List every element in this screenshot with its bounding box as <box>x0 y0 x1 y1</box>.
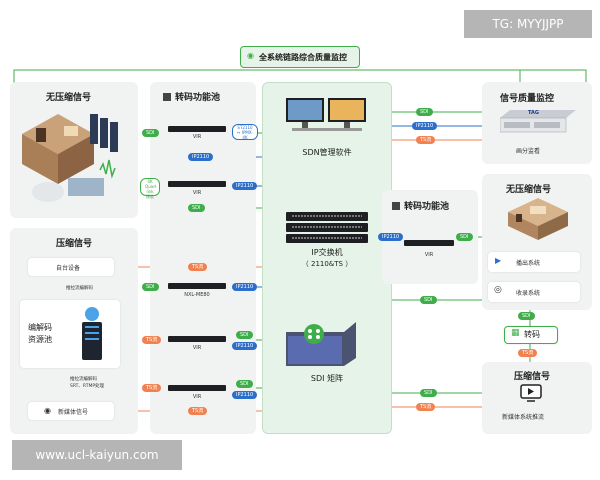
broadcast-icon: ◉ <box>44 406 51 415</box>
recording-system-label: 收录系统 <box>516 290 541 297</box>
tag-sdi: SDI <box>236 331 253 339</box>
tv-icon <box>520 384 542 402</box>
vir-device <box>404 240 454 246</box>
tag-ts: TS流 <box>142 384 162 392</box>
tag-ts: TS流 <box>416 403 436 411</box>
tag-ts: TS流 <box>188 407 208 415</box>
vir-label: VIR <box>192 345 202 351</box>
vir-device <box>168 126 226 132</box>
vir-device <box>168 181 226 187</box>
tag-sdi: SDI <box>518 312 535 320</box>
studio-scene-image <box>22 114 118 202</box>
tag-ip2110: IP2110 <box>188 153 214 161</box>
transcode-icon: ▦ <box>511 328 520 338</box>
multiview-caption: 画分监看 <box>516 148 541 155</box>
studio-room-image <box>508 198 568 240</box>
ip-switch-image <box>286 212 368 243</box>
tag-st2110-ipmx: ST2110 ↔ IPMX-4K <box>232 124 258 140</box>
transcode-label: 转码 <box>524 330 540 339</box>
nxl-label: NXL-ME80 <box>184 292 210 298</box>
tag-ts: TS流 <box>416 136 436 144</box>
play-icon: ▶ <box>495 256 502 265</box>
sdi-matrix-label: SDI 矩阵 <box>310 374 344 383</box>
tag-sdi: SDI <box>236 380 253 388</box>
codec-pool-label-1: 编解码 <box>28 323 52 332</box>
tag-ip2110: IP2110 <box>232 391 258 399</box>
local-device-label: 自台设备 <box>56 265 81 272</box>
new-media-card[interactable] <box>28 402 114 420</box>
tag-sdi: SDI <box>142 283 159 291</box>
sdi-matrix-image <box>286 322 356 366</box>
monitor-icon: ◉ <box>247 51 254 60</box>
tag-ts: TS流 <box>188 263 208 271</box>
uncompressed-signal-title: 无压缩信号 <box>46 93 92 103</box>
tag-brand-label: TAG <box>528 110 539 116</box>
local-device-card[interactable] <box>28 258 114 276</box>
watermark-bottom: www.ucl-kaiyun.com <box>12 440 182 470</box>
transcode-box <box>504 326 558 344</box>
push-pull-note-2b: SRT、RTMP处理 <box>70 384 105 389</box>
signal-quality-title: 信号质量监控 <box>500 94 555 104</box>
playout-system-card[interactable] <box>488 252 580 272</box>
nxl-device <box>168 283 226 289</box>
tag-ip2110: IP2110 <box>378 233 404 241</box>
vir-label: VIR <box>424 252 434 258</box>
playout-system-label: 播出系统 <box>516 260 541 267</box>
vir-label: VIR <box>192 134 202 140</box>
tag-sdi: SDI <box>416 108 433 116</box>
sdn-monitors-image <box>286 98 366 131</box>
watermark-top: TG: MYYJJPP <box>464 10 592 38</box>
new-media-label: 新媒体信号 <box>58 409 89 416</box>
transcode-pool-title-left: 转码功能池 <box>163 90 220 103</box>
monitoring-header-box <box>240 46 360 68</box>
codec-pool-label-2: 资源池 <box>28 335 52 344</box>
ip-switch-label: IP交换机 <box>311 248 343 257</box>
tag-sdi: SDI <box>420 389 437 397</box>
tag-sdi: SDI <box>188 204 205 212</box>
transcode-pool-panel-left <box>150 82 256 434</box>
tag-ip2110: IP2110 <box>232 342 258 350</box>
tag-ts: TS流 <box>142 336 162 344</box>
tag-sdi: SDI <box>142 129 159 137</box>
new-media-push-caption: 新媒体系统推流 <box>502 414 545 421</box>
sdn-software-label: SDN管理软件 <box>302 148 352 157</box>
center-column-panel <box>262 82 392 434</box>
codec-pool-card <box>20 300 120 368</box>
monitoring-title: 全系统链路综合质量监控 <box>259 53 347 62</box>
compressed-signal-title: 压缩信号 <box>56 239 93 249</box>
push-pull-note-2a: 推拉流编解码 <box>70 377 97 382</box>
right-compressed-title: 压缩信号 <box>514 372 551 382</box>
tag-ip2110: IP2110 <box>232 182 258 190</box>
tag-ts: TS流 <box>518 349 538 357</box>
vir-device <box>168 336 226 342</box>
vir-label: VIR <box>192 190 202 196</box>
push-pull-note: 推拉流编解码 <box>66 286 93 291</box>
monitor-server-image <box>500 110 576 133</box>
vir-device <box>168 385 226 391</box>
tag-sdi: SDI <box>420 296 437 304</box>
pool-icon <box>392 202 400 210</box>
ip-switch-sublabel: （ 2110&TS ） <box>301 260 353 268</box>
tag-4k-quad: 4K Quad-link 接收 <box>140 178 160 199</box>
transcode-pool-title-right: 转码功能池 <box>392 199 449 212</box>
recording-system-card[interactable] <box>488 282 580 302</box>
pool-icon <box>163 93 171 101</box>
tag-sdi: SDI <box>456 233 473 241</box>
server-rack-icon <box>82 307 102 360</box>
tag-ip2110: IP2110 <box>412 122 438 130</box>
vir-label: VIR <box>192 394 202 400</box>
tag-ip2110: IP2110 <box>232 283 258 291</box>
record-icon: ◎ <box>494 285 502 295</box>
right-uncompressed-title: 无压缩信号 <box>506 185 552 195</box>
